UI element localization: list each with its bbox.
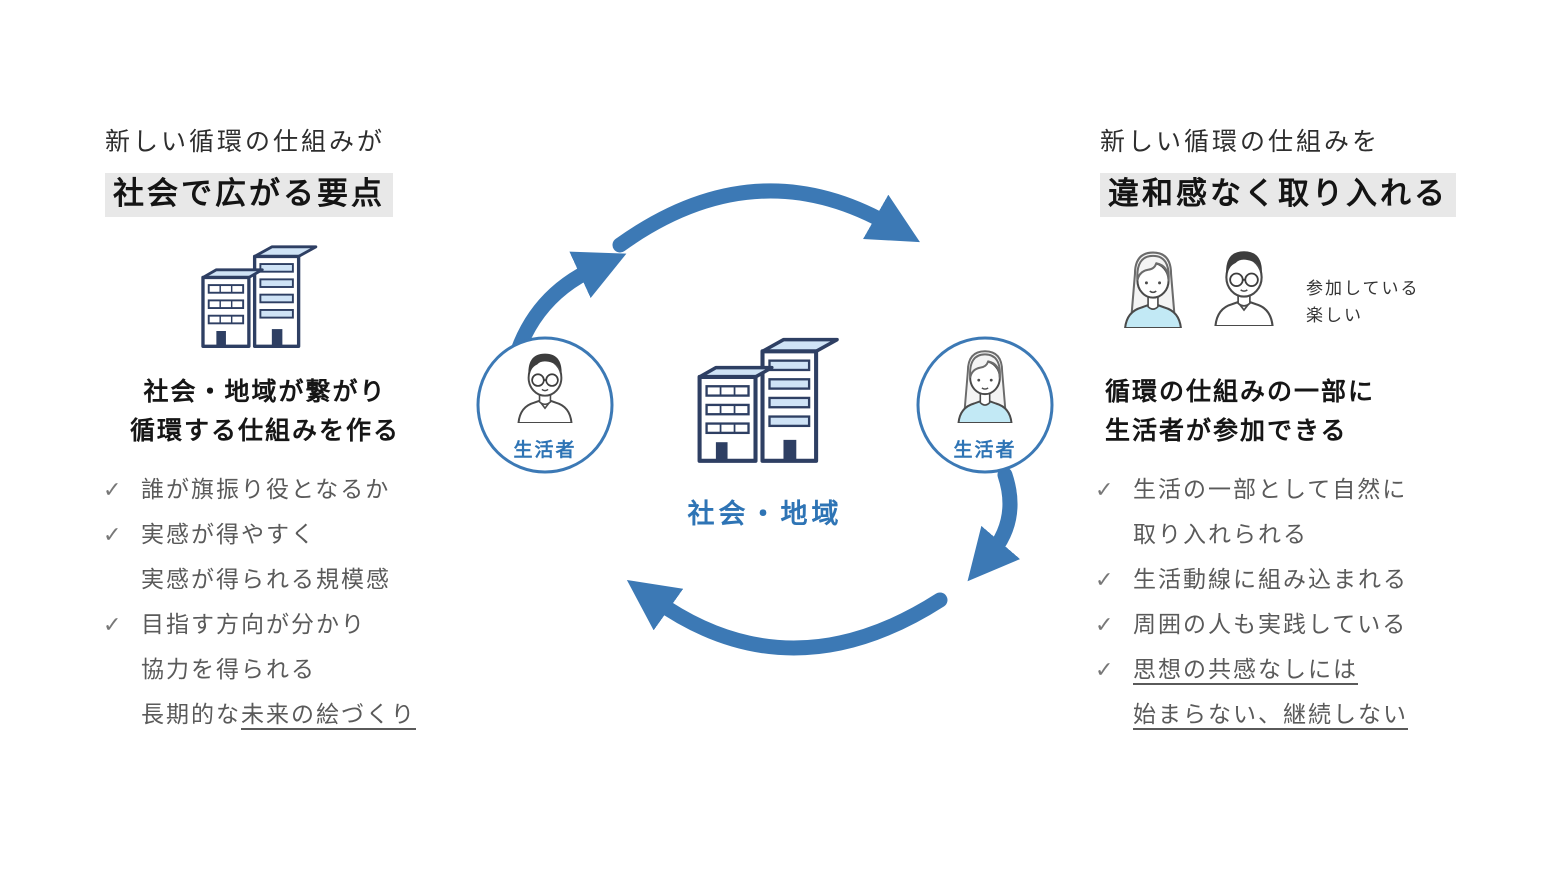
right-subtitle: 循環の仕組みの一部に 生活者が参加できる bbox=[1105, 372, 1375, 450]
checklist-text: 生活動線に組み込まれる bbox=[1133, 567, 1408, 593]
underlined-text: 未来の絵づくり bbox=[241, 702, 416, 728]
checklist-item: ✓ 思想の共感なしには bbox=[1095, 648, 1408, 693]
check-icon: ✓ bbox=[103, 523, 124, 548]
arrow-bottom bbox=[626, 580, 948, 656]
left-checklist: ✓ 誰が旗振り役となるか ✓ 実感が得やすく 実感が得られる規模感 ✓ 目指す方… bbox=[103, 468, 416, 738]
right-title-line2: 違和感なく取り入れる bbox=[1100, 168, 1456, 217]
right-title-highlight: 違和感なく取り入れる bbox=[1100, 173, 1456, 217]
checklist-item-continuation: 始まらない、継続しない bbox=[1095, 693, 1408, 738]
actor-right-label: 生活者 bbox=[953, 438, 1016, 461]
right-checklist: ✓ 生活の一部として自然に 取り入れられる ✓ 生活動線に組み込まれる ✓ 周囲… bbox=[1095, 468, 1408, 738]
left-buildings-icon bbox=[195, 243, 320, 353]
checklist-item-continuation: 長期的な未来の絵づくり bbox=[103, 693, 416, 738]
right-subtitle-line1: 循環の仕組みの一部に bbox=[1105, 377, 1376, 406]
check-icon: ✓ bbox=[103, 478, 124, 503]
checklist-text: 長期的な未来の絵づくり bbox=[141, 702, 416, 728]
left-subtitle-line2: 循環する仕組みを作る bbox=[129, 416, 400, 445]
check-icon: ✓ bbox=[103, 613, 124, 638]
checklist-item-continuation: 協力を得られる bbox=[103, 648, 416, 693]
checklist-item: ✓ 生活の一部として自然に bbox=[1095, 468, 1408, 513]
left-title-highlight: 社会で広がる要点 bbox=[105, 173, 393, 217]
checklist-item: ✓ 誰が旗振り役となるか bbox=[103, 468, 416, 513]
right-title: 新しい循環の仕組みを 違和感なく取り入れる bbox=[1100, 122, 1456, 217]
center-buildings-icon bbox=[690, 335, 842, 469]
underlined-text: 思想の共感なしには bbox=[1133, 657, 1358, 683]
right-woman-avatar-icon bbox=[1112, 246, 1194, 328]
left-title-line2: 社会で広がる要点 bbox=[105, 168, 393, 217]
checklist-text: 周囲の人も実践している bbox=[1133, 612, 1408, 638]
checklist-item-continuation: 実感が得られる規模感 bbox=[103, 558, 416, 603]
cycle-arrows-svg: 生活者 生活者 bbox=[476, 183, 1054, 656]
check-icon: ✓ bbox=[1095, 658, 1116, 683]
arrow-right-down bbox=[967, 467, 1021, 582]
right-subtitle-line2: 生活者が参加できる bbox=[1105, 416, 1348, 445]
left-title-line1: 新しい循環の仕組みが bbox=[105, 127, 386, 156]
checklist-text: 実感が得やすく bbox=[141, 522, 316, 548]
checklist-text: 取り入れられる bbox=[1133, 522, 1308, 548]
left-title: 新しい循環の仕組みが 社会で広がる要点 bbox=[105, 122, 393, 217]
check-icon: ✓ bbox=[1095, 568, 1116, 593]
note-line1: 参加している bbox=[1306, 279, 1420, 299]
right-title-line1: 新しい循環の仕組みを bbox=[1100, 127, 1381, 156]
arrow-top bbox=[612, 183, 920, 253]
check-icon: ✓ bbox=[1095, 613, 1116, 638]
checklist-item: ✓ 生活動線に組み込まれる bbox=[1095, 558, 1408, 603]
checklist-text: 目指す方向が分かり bbox=[141, 612, 366, 638]
checklist-text: 実感が得られる規模感 bbox=[141, 567, 391, 593]
left-subtitle: 社会・地域が繋がり 循環する仕組みを作る bbox=[95, 372, 435, 450]
hub-label: 社会・地域 bbox=[687, 499, 843, 530]
right-man-avatar-icon bbox=[1202, 242, 1286, 326]
underlined-text: 始まらない、継続しない bbox=[1133, 702, 1408, 728]
checklist-text: 誰が旗振り役となるか bbox=[141, 477, 391, 503]
note-line2: 楽しい bbox=[1306, 306, 1363, 326]
left-subtitle-line1: 社会・地域が繋がり bbox=[143, 377, 387, 406]
checklist-item: ✓ 目指す方向が分かり bbox=[103, 603, 416, 648]
checklist-text: 生活の一部として自然に bbox=[1133, 477, 1408, 503]
checklist-item-continuation: 取り入れられる bbox=[1095, 513, 1408, 558]
checklist-item: ✓ 実感が得やすく bbox=[103, 513, 416, 558]
participation-note: 参加している 楽しい bbox=[1306, 276, 1420, 330]
checklist-item: ✓ 周囲の人も実践している bbox=[1095, 603, 1408, 648]
check-icon: ✓ bbox=[1095, 478, 1116, 503]
checklist-text: 協力を得られる bbox=[141, 657, 316, 683]
actor-left-label: 生活者 bbox=[513, 438, 576, 461]
